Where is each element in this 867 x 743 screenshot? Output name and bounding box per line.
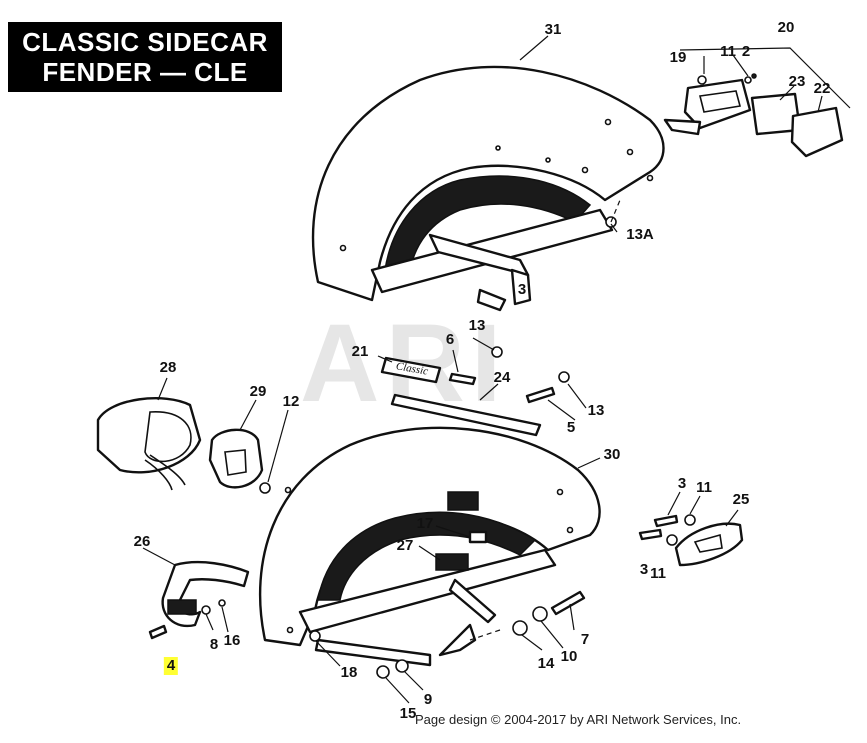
callout-29: 29 xyxy=(249,383,267,400)
callout-30: 30 xyxy=(603,446,621,463)
callout-13-right: 13 xyxy=(587,402,605,419)
callout-3-right: 3 xyxy=(677,475,687,492)
callout-15: 15 xyxy=(399,705,417,722)
right-bracket-assembly xyxy=(638,514,744,567)
leader-lines xyxy=(142,35,823,704)
callout-10: 10 xyxy=(560,648,578,665)
title-line-2: FENDER — CLE xyxy=(42,57,248,87)
callout-13-top: 13 xyxy=(468,317,486,334)
callout-19: 19 xyxy=(669,49,687,66)
callout-2: 2 xyxy=(741,43,751,60)
callout-23: 23 xyxy=(788,73,806,90)
callout-14: 14 xyxy=(537,655,555,672)
callout-5: 5 xyxy=(566,419,576,436)
callout-3-upper: 3 xyxy=(517,281,527,298)
callout-8: 8 xyxy=(209,636,219,653)
callout-28: 28 xyxy=(159,359,177,376)
callout-25: 25 xyxy=(732,491,750,508)
callout-13a: 13A xyxy=(626,226,654,243)
callout-6: 6 xyxy=(445,331,455,348)
callout-11-upper: 11 xyxy=(720,43,736,60)
callout-11-lower: 11 xyxy=(650,565,666,582)
mid-parts xyxy=(380,346,570,437)
left-taillight-assembly xyxy=(96,397,271,494)
bottom-hardware xyxy=(309,590,586,679)
callout-12: 12 xyxy=(282,393,300,410)
left-bracket-assembly xyxy=(148,560,250,640)
upper-taillight-assembly xyxy=(663,47,851,158)
callout-16: 16 xyxy=(223,632,241,649)
callout-21: 21 xyxy=(351,343,369,360)
callout-27: 27 xyxy=(396,537,414,554)
callout-24: 24 xyxy=(493,369,511,386)
callout-26: 26 xyxy=(133,533,151,550)
callout-11-right: 11 xyxy=(696,479,712,496)
callout-3-lower: 3 xyxy=(639,561,649,578)
copyright-footer: Page design © 2004-2017 by ARI Network S… xyxy=(415,712,742,727)
callout-22: 22 xyxy=(813,80,831,97)
callout-18: 18 xyxy=(340,664,358,681)
diagram-title: CLASSIC SIDECAR FENDER — CLE xyxy=(8,22,282,92)
lower-fender-30 xyxy=(258,426,601,667)
callout-4-highlighted[interactable]: 4 xyxy=(163,657,179,675)
title-line-1: CLASSIC SIDECAR xyxy=(22,27,268,57)
dashed-guide-13a xyxy=(610,199,621,223)
callout-17: 17 xyxy=(416,515,434,532)
callout-7: 7 xyxy=(580,631,590,648)
callout-9: 9 xyxy=(423,691,433,708)
callout-31: 31 xyxy=(544,21,562,38)
callout-20: 20 xyxy=(777,19,795,36)
upper-fender-31 xyxy=(311,65,665,312)
